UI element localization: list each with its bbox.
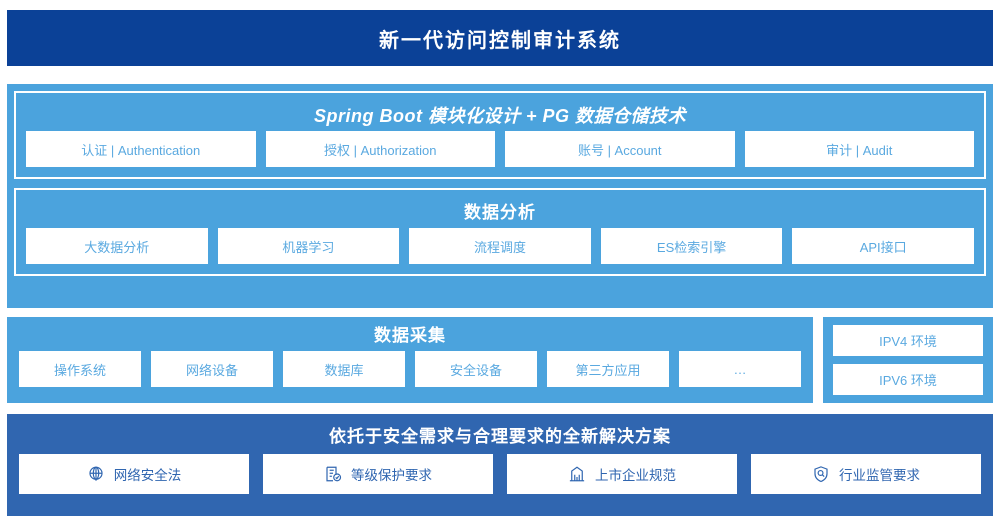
data-collection-title: 数据采集 (374, 326, 446, 345)
module-card-audit[interactable]: 审计 | Audit (744, 131, 974, 167)
analysis-card-es-search[interactable]: ES检索引擎 (600, 228, 783, 264)
analysis-card-label: 大数据分析 (84, 239, 150, 255)
collection-card-label: 网络设备 (185, 362, 238, 378)
module-card-authorization[interactable]: 授权 | Authorization (265, 131, 495, 167)
data-analysis-section: 数据分析 大数据分析 机器学习 流程调度 ES检索引擎 API接口 (14, 188, 986, 276)
spring-boot-card-row: 认证 | Authentication 授权 | Authorization 账… (26, 131, 974, 167)
architecture-panel: Spring Boot 模块化设计 + PG 数据仓储技术 认证 | Authe… (7, 84, 993, 308)
analysis-card-api[interactable]: API接口 (792, 228, 974, 264)
collection-card-operating-system[interactable]: 操作系统 (19, 351, 141, 387)
module-card-label: 审计 | Audit (826, 142, 893, 158)
analysis-card-label: ES检索引擎 (656, 239, 727, 255)
module-card-authentication[interactable]: 认证 | Authentication (26, 131, 256, 167)
compliance-card-level-protection[interactable]: 等级保护要求 (263, 454, 493, 494)
compliance-title: 依托于安全需求与合理要求的全新解决方案 (329, 427, 671, 446)
document-check-icon (324, 465, 342, 483)
compliance-card-industry-regulation[interactable]: 行业监管要求 (751, 454, 981, 494)
analysis-card-big-data[interactable]: 大数据分析 (26, 228, 208, 264)
environment-card-label: IPV4 环境 (879, 334, 937, 349)
module-card-label: 账号 | Account (577, 142, 662, 158)
collection-card-label: 安全设备 (449, 362, 502, 378)
analysis-card-machine-learning[interactable]: 机器学习 (217, 228, 400, 264)
collection-card-label: 数据库 (324, 362, 364, 378)
environment-card-ipv6[interactable]: IPV6 环境 (833, 364, 983, 395)
compliance-card-label: 网络安全法 (113, 468, 182, 483)
data-analysis-title: 数据分析 (464, 203, 536, 222)
compliance-card-row: 网络安全法 等级保护要求 (19, 454, 981, 494)
module-card-label: 授权 | Authorization (324, 142, 437, 158)
compliance-card-label: 上市企业规范 (595, 468, 676, 483)
environment-card-ipv4[interactable]: IPV4 环境 (833, 325, 983, 356)
spring-boot-section: Spring Boot 模块化设计 + PG 数据仓储技术 认证 | Authe… (14, 91, 986, 179)
collection-card-security-device[interactable]: 安全设备 (415, 351, 537, 387)
module-card-label: 认证 | Authentication (81, 142, 201, 158)
module-card-account[interactable]: 账号 | Account (505, 131, 735, 167)
collection-card-label: 操作系统 (53, 362, 106, 378)
data-collection-section: 数据采集 操作系统 网络设备 数据库 安全设备 第三方应用 … (7, 317, 813, 403)
shield-search-icon (812, 465, 830, 483)
collection-card-more[interactable]: … (679, 351, 801, 387)
compliance-section: 依托于安全需求与合理要求的全新解决方案 网络安全法 (7, 414, 993, 516)
compliance-card-cybersecurity-law[interactable]: 网络安全法 (19, 454, 249, 494)
collection-row: 数据采集 操作系统 网络设备 数据库 安全设备 第三方应用 … (7, 317, 993, 403)
collection-card-network-device[interactable]: 网络设备 (151, 351, 273, 387)
compliance-card-label: 行业监管要求 (839, 468, 920, 483)
environment-card-label: IPV6 环境 (879, 373, 937, 388)
compliance-card-listed-enterprise[interactable]: 上市企业规范 (507, 454, 737, 494)
analysis-card-label: API接口 (859, 239, 907, 255)
analysis-card-label: 机器学习 (282, 239, 335, 255)
globe-icon (87, 465, 105, 483)
analysis-card-process-scheduling[interactable]: 流程调度 (409, 228, 591, 264)
analysis-card-label: 流程调度 (473, 239, 526, 255)
page-header: 新一代访问控制审计系统 (7, 10, 993, 66)
collection-card-label: 第三方应用 (575, 362, 641, 378)
data-analysis-card-row: 大数据分析 机器学习 流程调度 ES检索引擎 API接口 (26, 228, 974, 264)
collection-card-label: … (733, 361, 747, 377)
data-collection-card-row: 操作系统 网络设备 数据库 安全设备 第三方应用 … (19, 351, 801, 387)
spring-boot-title: Spring Boot 模块化设计 + PG 数据仓储技术 (313, 106, 686, 126)
compliance-card-label: 等级保护要求 (351, 468, 432, 483)
environment-section: IPV4 环境 IPV6 环境 (823, 317, 993, 403)
collection-card-database[interactable]: 数据库 (283, 351, 405, 387)
collection-card-third-party-app[interactable]: 第三方应用 (547, 351, 669, 387)
building-icon (568, 465, 586, 483)
page-title: 新一代访问控制审计系统 (379, 29, 621, 52)
